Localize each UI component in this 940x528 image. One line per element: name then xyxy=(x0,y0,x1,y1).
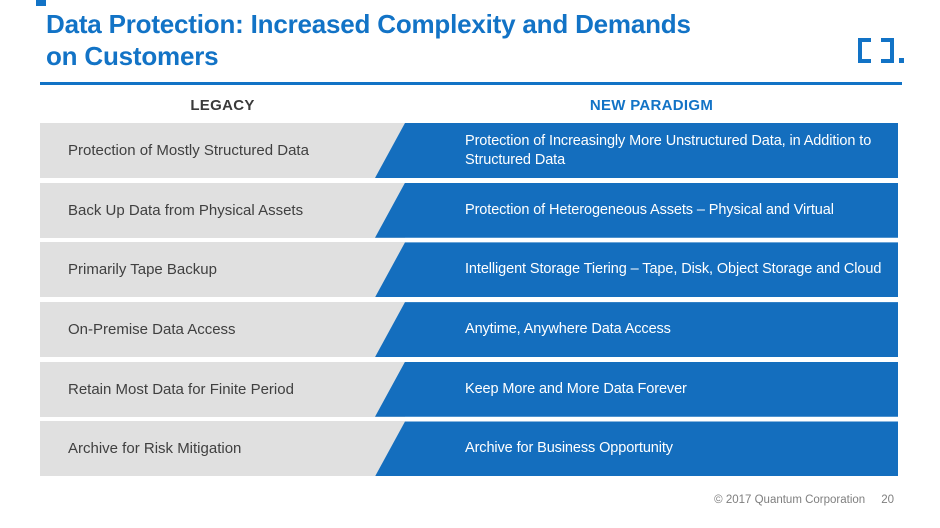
new-paradigm-arrow-cell: Protection of Increasingly More Unstruct… xyxy=(375,123,898,178)
legacy-cell-text: On-Premise Data Access xyxy=(68,321,236,339)
slide-title: Data Protection: Increased Complexity an… xyxy=(46,8,691,72)
new-paradigm-cell-text: Anytime, Anywhere Data Access xyxy=(465,321,671,338)
legacy-cell-text: Primarily Tape Backup xyxy=(68,261,217,279)
legacy-cell: Primarily Tape Backup xyxy=(40,242,405,298)
new-paradigm-arrow-cell: Protection of Heterogeneous Assets – Phy… xyxy=(375,182,898,238)
page-number: 20 xyxy=(881,494,894,506)
new-paradigm-cell-text: Archive for Business Opportunity xyxy=(465,440,673,457)
table-row: Primarily Tape Backup Intelligent Storag… xyxy=(40,242,898,298)
new-paradigm-arrow-cell: Archive for Business Opportunity xyxy=(375,421,898,477)
table-row: Archive for Risk Mitigation Archive for … xyxy=(40,421,898,477)
column-header-legacy: LEGACY xyxy=(190,97,255,114)
slide-title-line2: on Customers xyxy=(46,41,219,71)
legacy-cell: Protection of Mostly Structured Data xyxy=(40,123,405,178)
logo-right-bracket xyxy=(881,38,894,63)
legacy-cell-text: Archive for Risk Mitigation xyxy=(68,440,242,458)
new-paradigm-cell-text: Protection of Heterogeneous Assets – Phy… xyxy=(465,201,834,218)
table-row: Protection of Mostly Structured Data Pro… xyxy=(40,123,898,178)
table-row: Back Up Data from Physical Assets Protec… xyxy=(40,182,898,238)
new-paradigm-cell-text: Intelligent Storage Tiering – Tape, Disk… xyxy=(465,261,882,278)
logo-left-bracket xyxy=(858,38,871,63)
slide-title-line1: Data Protection: Increased Complexity an… xyxy=(46,9,691,39)
comparison-table: Protection of Mostly Structured Data Pro… xyxy=(40,123,898,481)
legacy-cell-text: Back Up Data from Physical Assets xyxy=(68,201,304,219)
table-row: Retain Most Data for Finite Period Keep … xyxy=(40,361,898,417)
legacy-cell: On-Premise Data Access xyxy=(40,302,405,358)
new-paradigm-arrow-cell: Intelligent Storage Tiering – Tape, Disk… xyxy=(375,242,898,298)
copyright-text: © 2017 Quantum Corporation xyxy=(714,494,866,506)
legacy-cell-text: Protection of Mostly Structured Data xyxy=(68,142,309,159)
new-paradigm-cell-text: Protection of Increasingly More Unstruct… xyxy=(465,132,872,168)
legacy-cell: Back Up Data from Physical Assets xyxy=(40,182,405,238)
new-paradigm-arrow-cell: Anytime, Anywhere Data Access xyxy=(375,302,898,358)
top-accent-tab xyxy=(36,0,46,6)
quantum-brackets-logo-icon xyxy=(858,38,908,65)
logo-dot xyxy=(899,58,904,63)
new-paradigm-arrow-cell: Keep More and More Data Forever xyxy=(375,361,898,417)
legacy-cell-text: Retain Most Data for Finite Period xyxy=(68,380,294,398)
legacy-cell: Retain Most Data for Finite Period xyxy=(40,361,405,417)
title-divider-line xyxy=(40,82,902,85)
legacy-cell: Archive for Risk Mitigation xyxy=(40,421,405,477)
new-paradigm-cell-text: Keep More and More Data Forever xyxy=(465,380,687,397)
column-header-new-paradigm: NEW PARADIGM xyxy=(589,97,714,114)
footer: © 2017 Quantum Corporation 20 xyxy=(714,494,894,506)
table-row: On-Premise Data Access Anytime, Anywhere… xyxy=(40,302,898,358)
